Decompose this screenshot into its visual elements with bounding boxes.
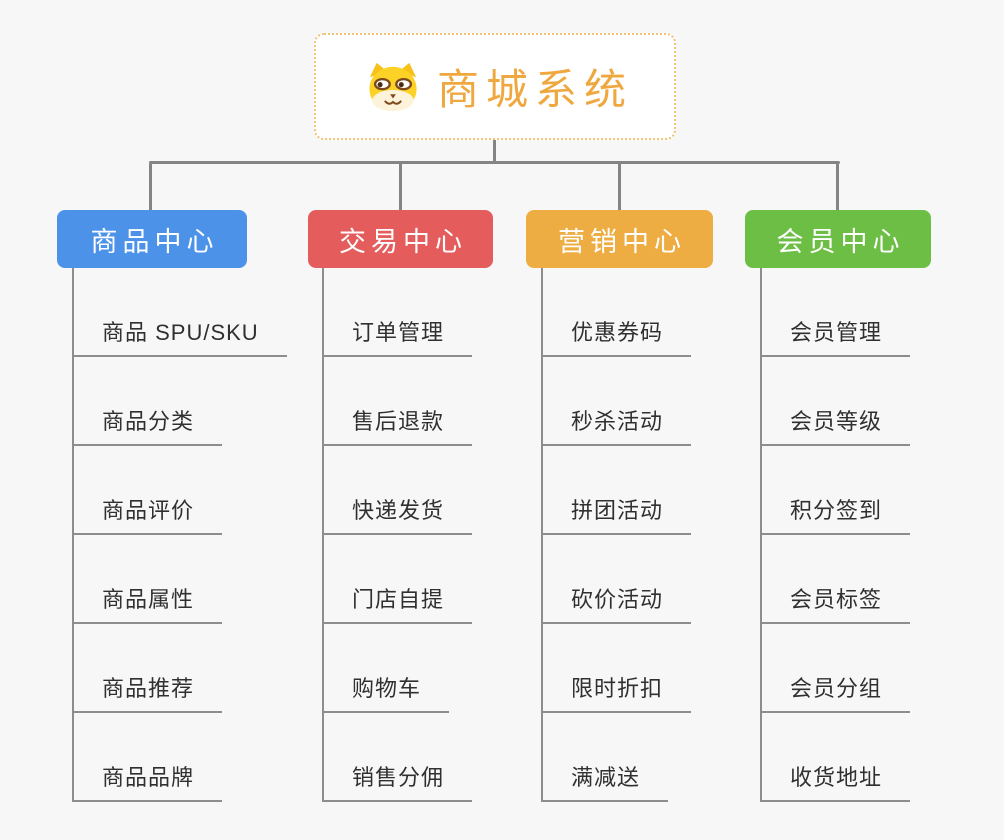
connector-root-stem [493,139,496,164]
leaf-label: 商品评价 [72,493,223,535]
leaf-node[interactable]: 商品分类 [72,357,287,446]
leaf-label: 快递发货 [322,493,473,535]
branch-children-marketing-center: 优惠券码秒杀活动拼团活动砍价活动限时折扣满减送 [541,268,692,802]
leaf-node[interactable]: 积分签到 [760,446,911,535]
branch-node-marketing-center[interactable]: 营销中心 [526,210,713,268]
leaf-label: 销售分佣 [322,760,473,802]
leaf-node[interactable]: 优惠券码 [541,268,692,357]
leaf-label: 秒杀活动 [541,404,692,446]
leaf-node[interactable]: 会员标签 [760,535,911,624]
branch-node-product-center[interactable]: 商品中心 [57,210,247,268]
leaf-label: 会员管理 [760,315,911,357]
leaf-label: 积分签到 [760,493,911,535]
leaf-label: 优惠券码 [541,315,692,357]
leaf-node[interactable]: 商品属性 [72,535,287,624]
leaf-label: 拼团活动 [541,493,692,535]
leaf-node[interactable]: 销售分佣 [322,713,473,802]
leaf-node[interactable]: 会员管理 [760,268,911,357]
leaf-node[interactable]: 订单管理 [322,268,473,357]
leaf-node[interactable]: 门店自提 [322,535,473,624]
leaf-label: 订单管理 [322,315,473,357]
leaf-label: 收货地址 [760,760,911,802]
connector-drop-marketing-center [618,163,621,211]
leaf-label: 商品分类 [72,404,223,446]
dog-face-icon [369,62,417,111]
leaf-node[interactable]: 限时折扣 [541,624,692,713]
branch-label: 营销中心 [558,226,686,257]
connector-drop-member-center [836,163,839,211]
leaf-node[interactable]: 快递发货 [322,446,473,535]
leaf-label: 商品属性 [72,582,223,624]
leaf-label: 限时折扣 [541,671,692,713]
branch-children-product-center: 商品 SPU/SKU 商品分类商品评价商品属性商品推荐商品品牌 [72,268,287,802]
root-node[interactable]: 商城系统 [314,33,676,140]
leaf-label: 会员分组 [760,671,911,713]
branch-label: 商品中心 [90,226,219,257]
leaf-node[interactable]: 满减送 [541,713,691,802]
branch-node-trade-center[interactable]: 交易中心 [308,210,493,268]
leaf-label: 商品品牌 [72,760,223,802]
leaf-label: 满减送 [541,760,669,802]
leaf-label: 购物车 [322,671,450,713]
root-title: 商城系统 [436,66,633,113]
connector-drop-trade-center [399,163,402,211]
leaf-node[interactable]: 商品评价 [72,446,287,535]
leaf-node[interactable]: 购物车 [322,624,472,713]
leaf-node[interactable]: 拼团活动 [541,446,692,535]
leaf-label: 门店自提 [322,582,473,624]
branch-label: 会员中心 [776,226,905,257]
leaf-label: 会员等级 [760,404,911,446]
branch-node-member-center[interactable]: 会员中心 [745,210,931,268]
leaf-node[interactable]: 秒杀活动 [541,357,692,446]
branch-children-member-center: 会员管理会员等级积分签到会员标签会员分组收货地址 [760,268,911,802]
leaf-node[interactable]: 商品品牌 [72,713,287,802]
connector-rail [149,161,840,164]
leaf-node[interactable]: 会员分组 [760,624,911,713]
leaf-node[interactable]: 商品推荐 [72,624,287,713]
branch-children-trade-center: 订单管理售后退款快递发货门店自提购物车销售分佣 [322,268,473,802]
leaf-node[interactable]: 售后退款 [322,357,473,446]
leaf-label: 砍价活动 [541,582,692,624]
leaf-label: 商品 SPU/SKU [72,315,287,357]
connector-drop-product-center [149,163,152,211]
leaf-label: 商品推荐 [72,671,223,713]
branch-label: 交易中心 [339,226,467,257]
leaf-node[interactable]: 商品 SPU/SKU [72,268,287,357]
leaf-label: 售后退款 [322,404,473,446]
leaf-node[interactable]: 会员等级 [760,357,911,446]
leaf-node[interactable]: 砍价活动 [541,535,692,624]
leaf-node[interactable]: 收货地址 [760,713,911,802]
leaf-label: 会员标签 [760,582,911,624]
